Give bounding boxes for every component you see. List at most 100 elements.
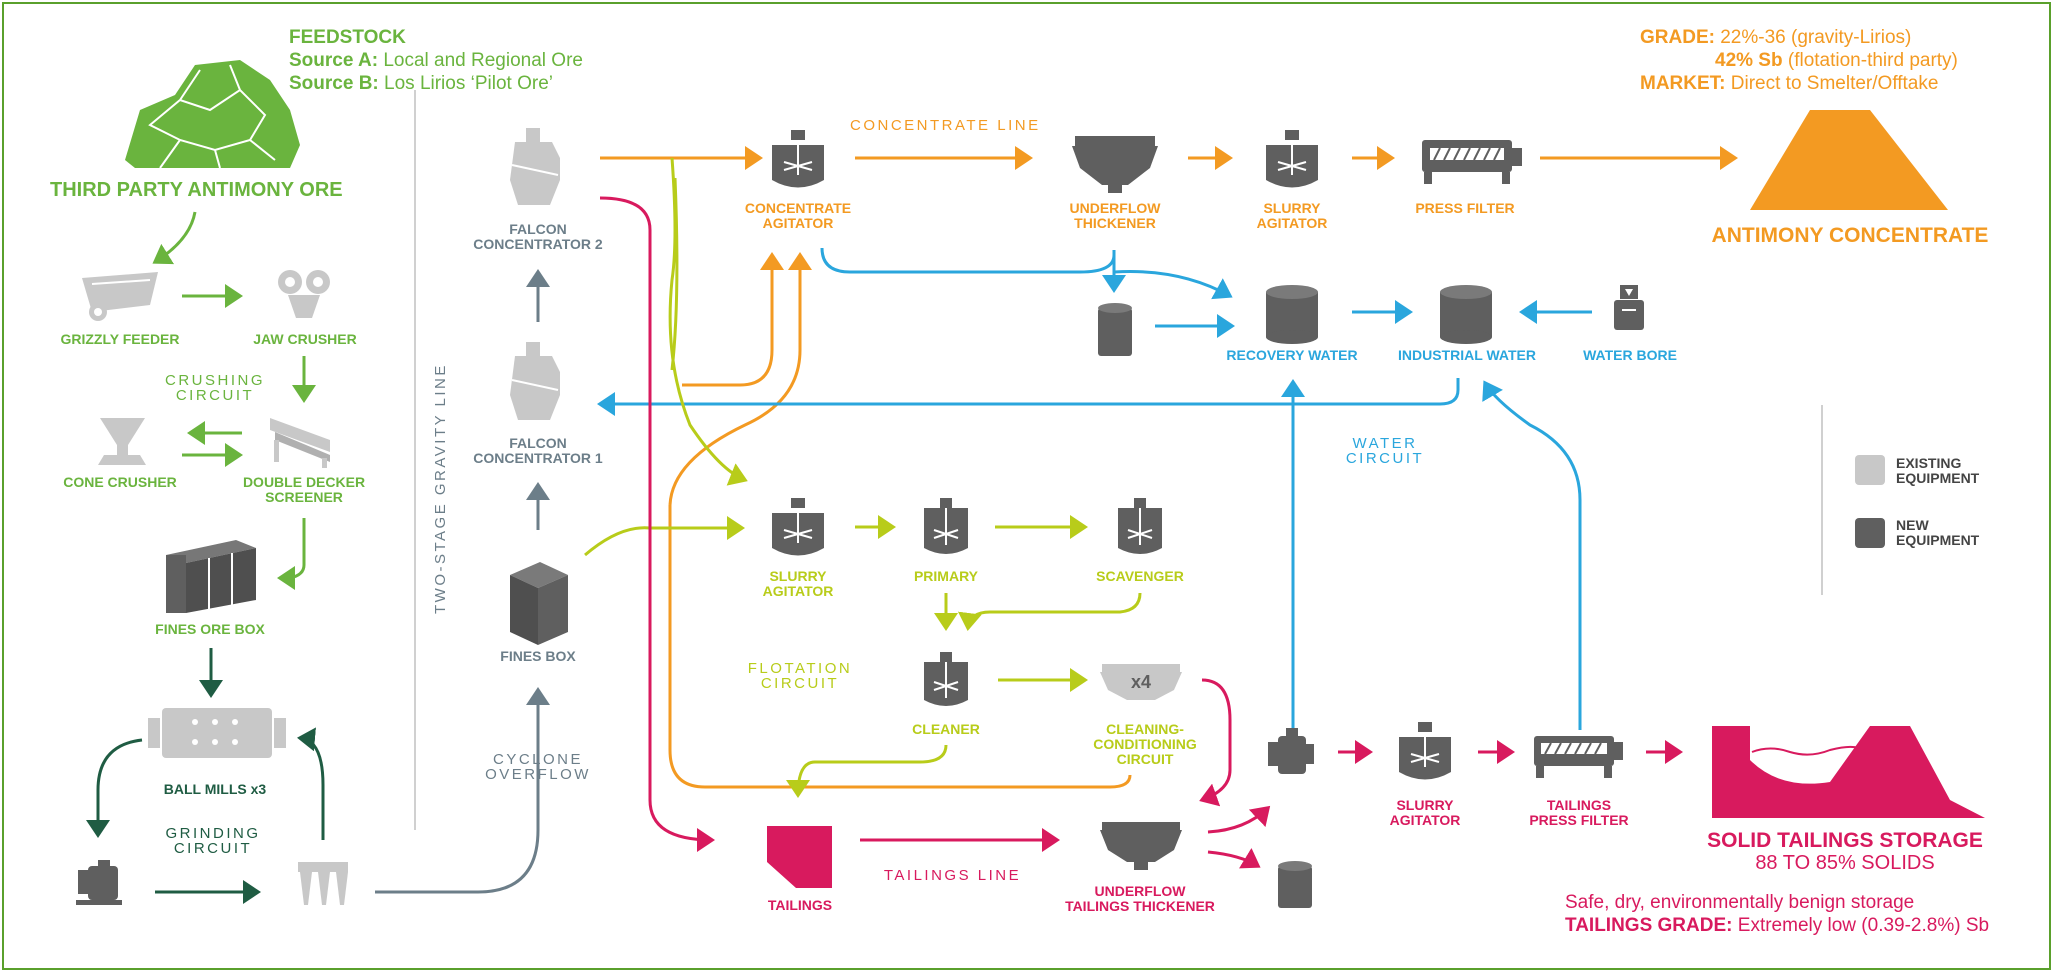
legend-new-swatch: [1855, 518, 1885, 548]
tailings-notes: Safe, dry, environmentally benign storag…: [1565, 891, 1989, 937]
two-stage-gravity-label: TWO-STAGE GRAVITY LINE: [432, 363, 449, 614]
safe-storage-text: Safe, dry, environmentally benign storag…: [1565, 892, 1915, 913]
cleaner-return-to-agitator-line: [668, 252, 812, 506]
tailings-line-label: TAILINGS LINE: [883, 867, 1022, 884]
fines-ore-box-icon: [166, 540, 256, 613]
cleaner-flotation-cell-icon: [924, 652, 968, 706]
cleaner-to-tailings-line: [786, 744, 948, 798]
grade-line-2: 42% Sb (flotation-third party): [1715, 50, 1958, 71]
pump-icon: [76, 860, 122, 905]
recovery-water-tank-icon: [1266, 285, 1318, 344]
feedstock-source-b: Source B: Los Lirios ‘Pilot Ore’: [289, 73, 553, 94]
tailings-pump-icon: [1268, 728, 1314, 774]
tailings-press-to-industrial-water-line: [1482, 380, 1582, 730]
cleaning-conditioning-circuit-icon: [1100, 664, 1182, 700]
feedstock-heading: FEEDSTOCK: [289, 27, 406, 48]
water-bore-icon: [1614, 285, 1644, 330]
cleaner-label: CLEANER: [912, 721, 980, 737]
concentrate-line-label: CONCENTRATE LINE: [850, 117, 1041, 134]
feedstock-block: FEEDSTOCK Source A: Local and Regional O…: [289, 26, 583, 95]
recovery-water-label: RECOVERY WATER: [1226, 347, 1358, 363]
mills-to-pump-arrow: [86, 738, 143, 838]
press-filter-icon: [1422, 140, 1522, 184]
cyclone-to-mills-arrow: [297, 727, 325, 840]
ball-mills-icon: [148, 708, 286, 758]
antimony-concentrate-pile-icon: [1750, 110, 1948, 210]
ball-mills-label: BALL MILLS x3: [163, 781, 267, 797]
falcon-concentrator-1-icon: [510, 342, 560, 420]
third-party-ore-label: THIRD PARTY ANTIMONY ORE: [50, 179, 343, 201]
solid-tailings-storage-icon: [1712, 726, 1985, 818]
underflow-thickener-icon: [1072, 136, 1158, 193]
grizzly-feeder-label: GRIZZLY FEEDER: [60, 331, 180, 347]
solid-tailings-storage-label: SOLID TAILINGS STORAGE 88 TO 85% SOLIDS: [1707, 829, 1983, 874]
fines-ore-box-label: FINES ORE BOX: [155, 621, 265, 637]
scavenger-flotation-cell-icon: [1118, 498, 1162, 554]
screener-to-finesbox-arrow: [277, 518, 306, 590]
thickener-to-recovery-water-line: [1113, 270, 1233, 300]
falcon2-to-flotation-line: [668, 157, 748, 486]
feedstock-source-a: Source A: Local and Regional Ore: [289, 50, 583, 71]
thickener-to-tank-line: [1207, 847, 1261, 869]
scavenger-label: SCAVENGER: [1096, 568, 1184, 584]
agitator-water-line: [820, 247, 1126, 293]
cyclones-icon: [298, 862, 348, 905]
grade-block: GRADE: 22%-36 (gravity-Lirios) 42% Sb (f…: [1640, 26, 1958, 95]
concentrate-agitator-icon: [772, 130, 824, 188]
holding-tank-icon: [1098, 303, 1132, 356]
scavenger-to-cleaner-line: [957, 592, 1142, 631]
cone-crusher-icon: [98, 418, 146, 465]
slurry-agitator-top-icon: [1266, 130, 1318, 188]
x4-badge: x4: [1130, 672, 1152, 692]
tailings-label: TAILINGS: [767, 897, 833, 913]
fines-box-label: FINES BOX: [500, 648, 576, 664]
tailings-bin-icon: [767, 826, 832, 888]
grade-line-1: GRADE: 22%-36 (gravity-Lirios): [1640, 27, 1912, 48]
antimony-concentrate-label: ANTIMONY CONCENTRATE: [1711, 224, 1989, 247]
legend-existing-swatch: [1855, 455, 1885, 485]
cone-crusher-label: CONE CRUSHER: [63, 474, 177, 490]
falcon-to-tailings-line: [599, 196, 715, 852]
cleaning-circuit-to-thickener-line: [1199, 678, 1232, 807]
tailings-tank-icon: [1278, 861, 1312, 908]
slurry-agitator-mid-icon: [772, 498, 824, 556]
ore-to-feeder-arrow: [152, 211, 197, 265]
slurry-agitator-bottom-icon: [1399, 722, 1451, 780]
grizzly-feeder-icon: [82, 272, 158, 321]
falcon-concentrator-2-icon: [510, 128, 560, 205]
primary-flotation-cell-icon: [924, 498, 968, 554]
underflow-tailings-thickener-icon: [1100, 822, 1182, 870]
market-line: MARKET: Direct to Smelter/Offtake: [1640, 73, 1939, 94]
tailings-press-filter-icon: [1534, 736, 1623, 778]
double-decker-screener-icon: [270, 418, 330, 468]
tailings-grade-text: TAILINGS GRADE: Extremely low (0.39-2.8%…: [1565, 915, 1990, 936]
falcon1-to-agitator-line: [682, 252, 784, 387]
industrial-water-label: INDUSTRIAL WATER: [1398, 347, 1536, 363]
cyclone-overflow-line: [375, 687, 550, 894]
primary-label: PRIMARY: [913, 568, 979, 584]
fines-box-icon: [510, 562, 568, 645]
falcon-tail-lime-line: [670, 177, 679, 371]
orange-return-loop: [668, 505, 1132, 789]
jaw-crusher-label: JAW CRUSHER: [253, 331, 357, 347]
finesbox-to-slurry-agitator-line: [584, 516, 745, 557]
